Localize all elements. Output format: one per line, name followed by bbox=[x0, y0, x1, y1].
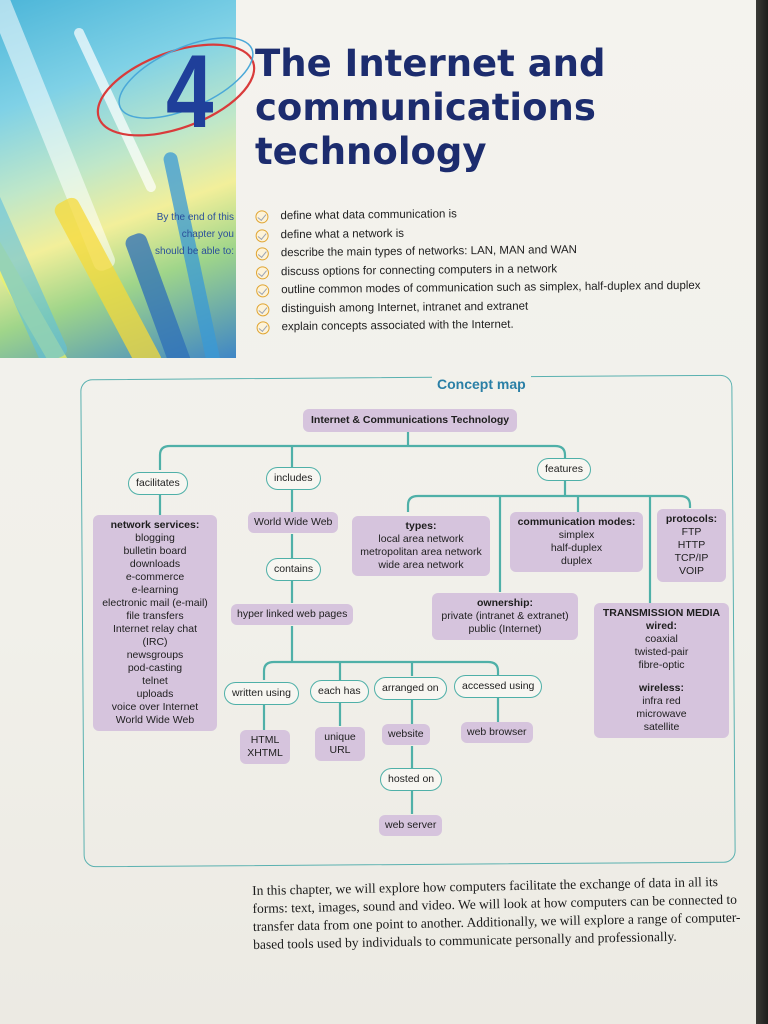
chapter-intro-paragraph: In this chapter, we will explore how com… bbox=[252, 874, 741, 952]
concept-arranged-on: arranged on bbox=[374, 677, 447, 700]
chapter-number: 4 bbox=[166, 34, 214, 150]
chapter-title: The Internet and communications technolo… bbox=[255, 42, 606, 173]
concept-contains: contains bbox=[266, 558, 322, 581]
objectives-intro: By the end of this chapter you should be… bbox=[155, 212, 234, 257]
concept-html-xhtml: HTML XHTML bbox=[240, 730, 290, 764]
concept-facilitates: facilitates bbox=[128, 472, 188, 495]
concept-hyper-linked: hyper linked web pages bbox=[231, 604, 354, 625]
concept-web-server: web server bbox=[379, 815, 443, 836]
concept-network-types: types: local area network metropolitan a… bbox=[352, 516, 490, 576]
concept-web-browser: web browser bbox=[461, 722, 533, 743]
concept-includes: includes bbox=[266, 467, 321, 490]
concept-written-using: written using bbox=[224, 682, 299, 705]
concept-map-title: Concept map bbox=[432, 376, 531, 392]
concept-accessed-using: accessed using bbox=[454, 675, 543, 698]
concept-communication-modes: communication modes: simplex half-duplex… bbox=[510, 512, 643, 572]
concept-transmission-media: TRANSMISSION MEDIA wired: coaxial twiste… bbox=[594, 603, 729, 738]
concept-root: Internet & Communications Technology bbox=[303, 409, 518, 432]
page-edge-shadow bbox=[756, 0, 768, 1024]
concept-protocols: protocols: FTP HTTP TCP/IP VOIP bbox=[657, 509, 726, 582]
concept-website: website bbox=[382, 724, 430, 745]
concept-hosted-on: hosted on bbox=[380, 768, 443, 791]
concept-features: features bbox=[537, 458, 591, 481]
concept-each-has: each has bbox=[310, 680, 369, 703]
concept-network-services: network services: blogging bulletin boar… bbox=[93, 515, 217, 731]
concept-unique-url: unique URL bbox=[315, 727, 365, 761]
chapter-hero-image bbox=[0, 0, 236, 358]
concept-world-wide-web: World Wide Web bbox=[248, 512, 339, 533]
concept-ownership: ownership: private (intranet & extranet)… bbox=[432, 593, 578, 640]
